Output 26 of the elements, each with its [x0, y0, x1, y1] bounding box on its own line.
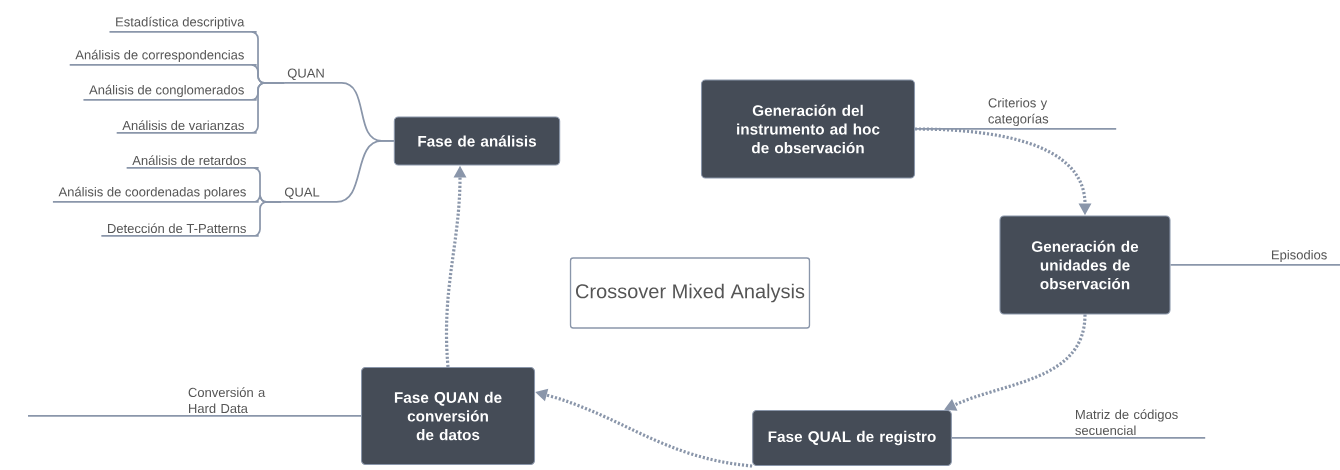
- connector-line: [27, 415, 362, 417]
- note-label: Criterios y categorías: [988, 97, 1049, 127]
- branch-label: QUAN: [287, 68, 324, 81]
- note-label: Matriz de códigos secuencial: [1075, 409, 1178, 436]
- connector-line: [914, 128, 1118, 130]
- process-box: Generación del instrumento ad hoc de observación: [700, 79, 916, 179]
- connector-line: [115, 82, 286, 134]
- note-label: Conversión a Hard Data: [188, 387, 266, 414]
- connector-line: [100, 201, 283, 237]
- leaf-label: Análisis de conglomerados: [89, 84, 244, 98]
- connector-line: [280, 140, 395, 203]
- note-label: Episodios: [1272, 249, 1327, 263]
- connector-line: [951, 437, 1207, 439]
- leaf-label: Análisis de retardos: [132, 155, 246, 166]
- leaf-label: Análisis de coordenadas polares: [58, 186, 246, 200]
- leaf-label: Estadística descriptiva: [116, 16, 245, 30]
- process-box: Generación de unidades de observación: [999, 215, 1171, 315]
- branch-label: QUAL: [284, 187, 320, 200]
- leaf-label: Detección de T-Patterns: [108, 223, 246, 234]
- leaf-label: Análisis de varianzas: [122, 120, 244, 131]
- process-box: Fase QUAL de registro: [752, 409, 952, 466]
- connector-line: [1169, 264, 1340, 266]
- process-box: Fase QUAN de conversión de datos: [360, 366, 536, 465]
- process-box: Fase de análisis: [393, 116, 561, 166]
- leaf-label: Análisis de correspondencias: [75, 49, 244, 63]
- title-box: Crossover Mixed Analysis: [569, 257, 811, 329]
